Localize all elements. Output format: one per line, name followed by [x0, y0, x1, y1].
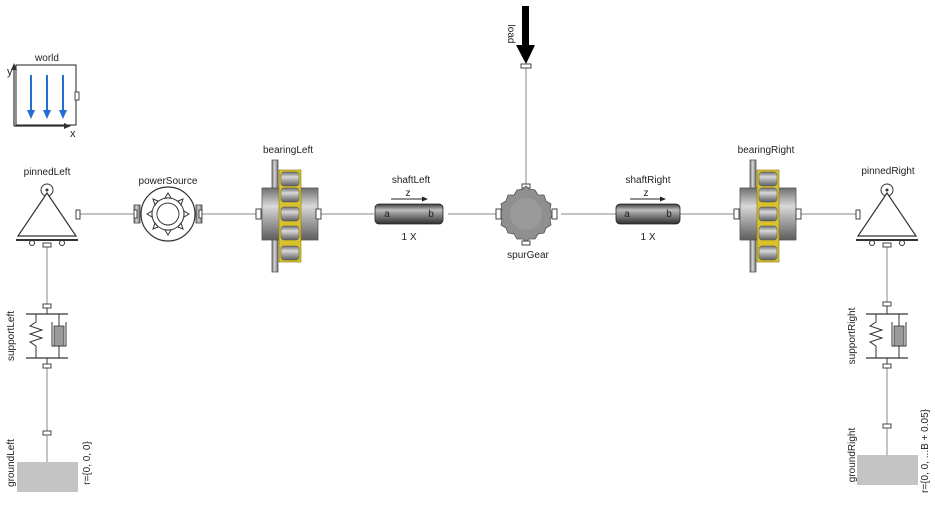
shaft-left-count: 1 X — [401, 232, 416, 243]
pinned-right-label: pinnedRight — [861, 166, 915, 177]
motor-housing-icon — [140, 186, 196, 242]
pinned-left-triangle — [16, 191, 78, 237]
ground-left-component[interactable]: groundLeft r={0, 0, 0} — [6, 430, 93, 492]
support-right-port-bottom[interactable] — [882, 363, 892, 369]
ground-left-block — [17, 462, 78, 492]
spur-gear-label: spurGear — [507, 250, 549, 261]
shaft-right-count: 1 X — [640, 232, 655, 243]
bearing-left-port-left[interactable] — [255, 208, 262, 220]
ground-right-param: r={0, 0, ...B + 0.05} — [920, 408, 931, 493]
damper-icon — [891, 314, 907, 358]
ground-right-component[interactable]: groundRight r={0, 0, ...B + 0.05} — [847, 408, 931, 493]
pinned-right-port-left[interactable] — [855, 209, 861, 220]
spring-icon — [28, 314, 44, 358]
load-component[interactable]: load — [505, 6, 535, 69]
bearing-right-port-left[interactable] — [733, 208, 740, 220]
axis-y-label: y — [7, 66, 13, 78]
shaft-right-component[interactable]: shaftRight z a b 1 X — [615, 175, 681, 243]
spur-gear-port-right[interactable] — [551, 208, 558, 220]
pinned-left-component[interactable]: pinnedLeft — [16, 167, 81, 248]
spring-icon — [868, 314, 884, 358]
spur-gear-icon — [498, 185, 554, 243]
axes-icon — [11, 63, 71, 129]
pinned-left-label: pinnedLeft — [24, 167, 71, 178]
bearing-right-label: bearingRight — [738, 145, 795, 156]
pinned-right-triangle — [856, 191, 918, 237]
shaft-right-body — [615, 203, 681, 225]
support-right-component[interactable]: supportRight — [847, 301, 908, 369]
bearing-left-component[interactable]: bearingLeft — [255, 145, 322, 273]
shaft-left-component[interactable]: shaftLeft z a b 1 X — [374, 175, 444, 243]
spur-gear-port-left[interactable] — [495, 208, 502, 220]
axis-x-label: x — [70, 128, 76, 140]
support-left-port-top[interactable] — [42, 303, 52, 309]
ground-left-port[interactable] — [42, 430, 52, 436]
bearing-left-rollers-icon — [280, 171, 300, 261]
shaft-right-port-b-label: b — [666, 209, 672, 220]
connection-wires — [46, 68, 888, 432]
ground-right-label: groundRight — [847, 428, 858, 483]
motor-fins-icon — [146, 192, 190, 236]
shaft-left-label: shaftLeft — [392, 175, 431, 186]
pinned-right-port-bottom[interactable] — [882, 242, 892, 248]
load-label: load — [505, 25, 516, 44]
gravity-arrows-icon — [27, 75, 67, 119]
pinned-left-port-right[interactable] — [75, 209, 81, 220]
ground-left-label: groundLeft — [6, 439, 17, 487]
world-component[interactable]: world y x — [7, 53, 80, 140]
power-source-label: powerSource — [139, 176, 198, 187]
power-source-port-left[interactable] — [133, 209, 138, 219]
spur-gear-port-bottom[interactable] — [521, 240, 531, 246]
spur-gear-component[interactable]: spurGear — [495, 183, 558, 261]
support-left-component[interactable]: supportLeft — [6, 303, 68, 369]
bearing-right-rollers-icon — [758, 171, 778, 261]
support-right-port-top[interactable] — [882, 301, 892, 307]
support-right-label: supportRight — [847, 307, 858, 364]
load-port[interactable] — [520, 63, 532, 69]
support-left-label: supportLeft — [6, 311, 17, 361]
shaft-right-port-a-label: a — [624, 209, 630, 220]
load-arrow-icon — [516, 45, 535, 64]
load-arrow-shaft — [522, 6, 529, 48]
bearing-left-label: bearingLeft — [263, 145, 313, 156]
power-source-port-right[interactable] — [198, 209, 203, 219]
bearing-right-port-right[interactable] — [795, 208, 802, 220]
power-source-component[interactable]: powerSource — [133, 176, 203, 242]
shaft-left-body — [374, 203, 444, 225]
ground-right-block — [857, 455, 918, 485]
shaft-left-dir-label: z — [406, 188, 411, 199]
ground-right-port[interactable] — [882, 423, 892, 429]
pinned-right-component[interactable]: pinnedRight — [855, 166, 918, 248]
support-left-port-bottom[interactable] — [42, 363, 52, 369]
ground-left-param: r={0, 0, 0} — [82, 441, 93, 485]
pinned-left-port-bottom[interactable] — [42, 242, 52, 248]
shaft-left-port-a-label: a — [384, 209, 390, 220]
damper-icon — [51, 314, 67, 358]
bearing-left-port-right[interactable] — [315, 208, 322, 220]
shaft-right-label: shaftRight — [625, 175, 670, 186]
shaft-right-dir-label: z — [644, 188, 649, 199]
world-port[interactable] — [74, 91, 80, 101]
bearing-right-component[interactable]: bearingRight — [733, 145, 802, 273]
shaft-left-port-b-label: b — [428, 209, 434, 220]
world-label: world — [34, 53, 59, 64]
